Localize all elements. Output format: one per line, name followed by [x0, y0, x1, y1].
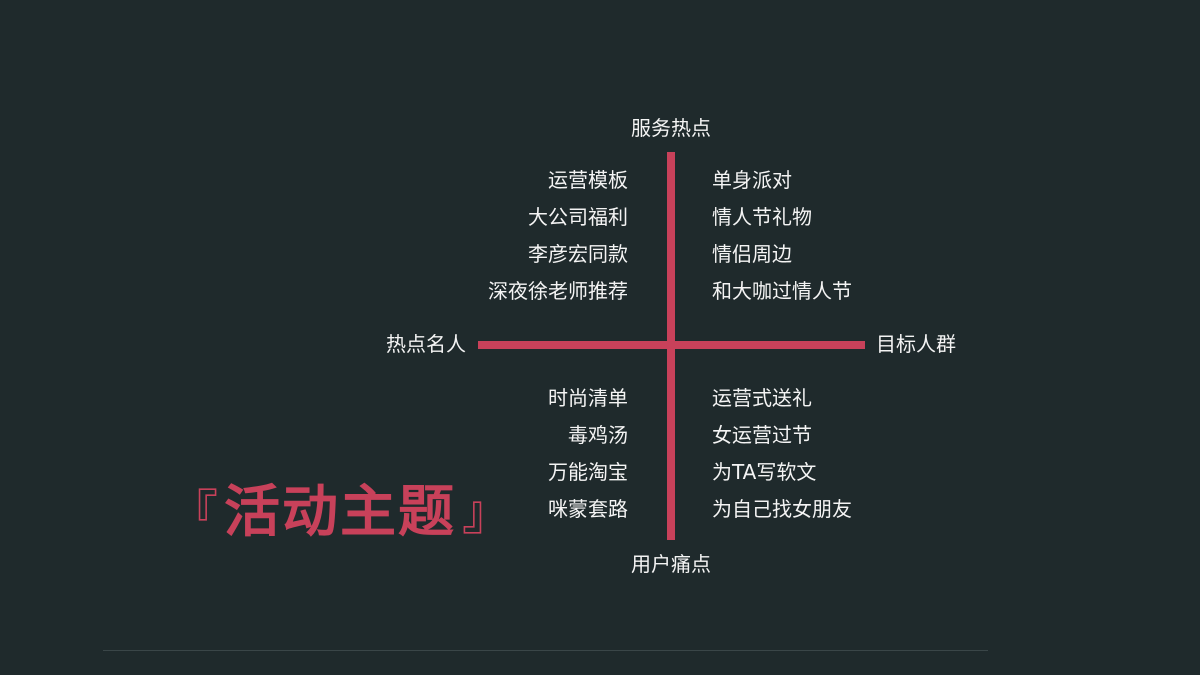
- quadrant-item: 为自己找女朋友: [712, 497, 852, 521]
- title-open-bracket: 『: [170, 485, 219, 541]
- quadrant-item: 运营模板: [548, 168, 628, 192]
- quadrant-item: 为TA写软文: [712, 460, 817, 484]
- quadrant-item: 时尚清单: [548, 386, 628, 410]
- quadrant-item: 情侣周边: [712, 242, 792, 266]
- quadrant-item: 运营式送礼: [712, 386, 812, 410]
- quadrant-bottom-left: 时尚清单 毒鸡汤 万能淘宝 咪蒙套路: [380, 380, 628, 528]
- horizontal-axis-line: [478, 341, 865, 349]
- slide-title: 『活动主题』: [170, 478, 510, 558]
- quadrant-item: 万能淘宝: [548, 460, 628, 484]
- quadrant-item: 和大咖过情人节: [712, 279, 852, 303]
- axis-label-right: 目标人群: [876, 332, 956, 356]
- quadrant-item: 咪蒙套路: [548, 497, 628, 521]
- quadrant-item: 单身派对: [712, 168, 792, 192]
- quadrant-top-left: 运营模板 大公司福利 李彦宏同款 深夜徐老师推荐: [380, 162, 628, 310]
- quadrant-top-right: 单身派对 情人节礼物 情侣周边 和大咖过情人节: [712, 162, 962, 310]
- quadrant-bottom-right: 运营式送礼 女运营过节 为TA写软文 为自己找女朋友: [712, 380, 962, 528]
- quadrant-item: 女运营过节: [712, 423, 812, 447]
- quadrant-item: 毒鸡汤: [568, 423, 628, 447]
- axis-label-top: 服务热点: [631, 116, 711, 140]
- quadrant-item: 情人节礼物: [712, 205, 812, 229]
- title-close-bracket: 』: [462, 485, 511, 541]
- slide-panel: [103, 455, 988, 651]
- title-text: 活动主题: [224, 480, 457, 545]
- axis-label-left: 热点名人: [386, 332, 466, 356]
- quadrant-item: 李彦宏同款: [528, 242, 628, 266]
- quadrant-item: 大公司福利: [528, 205, 628, 229]
- quadrant-item: 深夜徐老师推荐: [488, 279, 628, 303]
- axis-label-bottom: 用户痛点: [631, 552, 711, 576]
